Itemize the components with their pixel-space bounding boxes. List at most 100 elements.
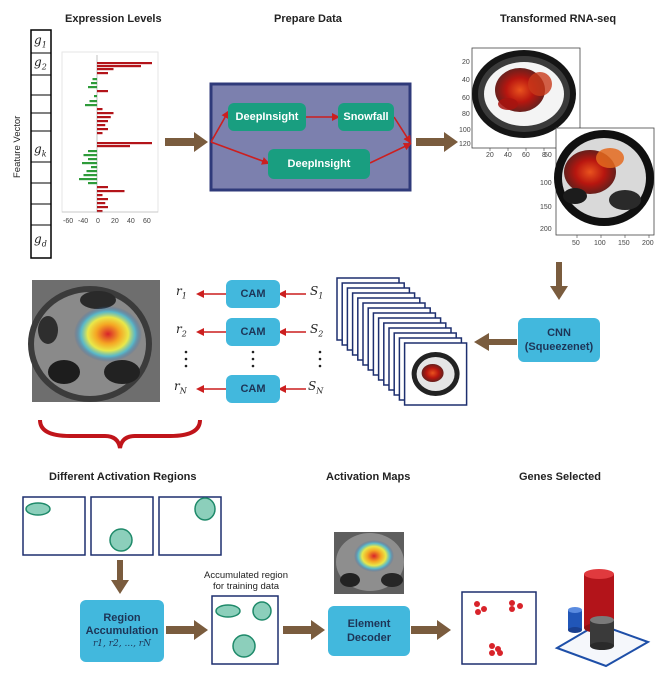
img1-ytick-4: 100 (459, 127, 471, 134)
activation-region-3 (158, 496, 222, 556)
activation-map-image (334, 532, 404, 594)
expression-bar (88, 182, 97, 185)
expression-bar (94, 95, 97, 98)
s1-label: S1 (310, 284, 324, 301)
vertical-ellipsis (184, 350, 322, 368)
expression-bar (97, 124, 106, 127)
expression-bar (97, 186, 108, 189)
img2-ytick-3: 200 (540, 226, 552, 233)
feature-vector-label: Feature Vector (12, 115, 23, 178)
3d-gene-cylinders (554, 569, 651, 668)
img2-xtick-1: 100 (594, 240, 606, 247)
decoder-line2: Decoder (346, 632, 392, 644)
img1-xtick-1: 40 (504, 152, 512, 159)
accumulated-line1: Accumulated region (204, 570, 288, 581)
element-decoder-box: Element Decoder (328, 606, 410, 656)
s2-label: S2 (310, 322, 324, 339)
title-activation-maps: Activation Maps (326, 471, 411, 483)
region-accum-series: r1, r2, ..., rN (93, 638, 151, 649)
bar-tick-5: 60 (143, 218, 151, 225)
accumulated-line2: for training data (212, 581, 279, 592)
expression-bar (97, 120, 108, 123)
expression-bar (97, 190, 125, 193)
expression-bar (97, 62, 152, 65)
expression-bar (97, 198, 108, 201)
genes-selected-box (461, 591, 537, 665)
rN-label: rN (174, 379, 187, 396)
title-transformed-rna-seq: Transformed RNA-seq (500, 13, 617, 25)
expression-bar (83, 154, 97, 157)
cam-box-1: CAM (226, 280, 280, 308)
expression-bar (97, 202, 106, 205)
img1-ytick-0: 20 (462, 59, 470, 66)
bar-tick-3: 20 (111, 218, 119, 225)
feature-cell-gk: gk (34, 142, 47, 159)
img2-ytick-2: 150 (540, 204, 552, 211)
title-expression-levels: Expression Levels (65, 13, 162, 25)
feature-cell-g2: g2 (34, 55, 47, 72)
expression-bar (97, 210, 103, 213)
expression-bar (88, 86, 97, 89)
deepinsight-box-top: DeepInsight (228, 103, 306, 131)
expression-bar (97, 90, 108, 93)
cnn-label-line2: (Squeezenet) (524, 341, 594, 353)
expression-bar (97, 112, 114, 115)
expression-bar (83, 174, 97, 177)
feature-vector (30, 29, 52, 259)
stacked-image-blob (421, 364, 444, 382)
expression-bar (97, 108, 103, 111)
expression-bar (86, 170, 97, 173)
cam-arrows (196, 290, 306, 393)
activation-region-2 (90, 496, 154, 556)
bar-tick-1: -40 (78, 218, 89, 225)
expression-bar (88, 150, 97, 153)
snowfall-box: Snowfall (338, 103, 394, 131)
expression-bar-plot (61, 51, 159, 213)
expression-bar (97, 68, 114, 71)
expression-bar (91, 166, 97, 169)
region-accum-line1: Region (103, 611, 141, 624)
activation-region-1 (22, 496, 86, 556)
cam-box-n: CAM (226, 375, 280, 403)
image-stack (336, 277, 468, 406)
cnn-squeezenet-box: CNN (Squeezenet) (518, 318, 600, 362)
expression-bar (97, 128, 108, 131)
feature-cell-g1: g1 (34, 33, 47, 50)
rna-image-2 (554, 127, 655, 238)
curly-brace (38, 419, 202, 449)
expression-bar (97, 132, 103, 135)
expression-bar (79, 178, 97, 181)
feature-cell-gd: gd (34, 232, 47, 249)
title-genes-selected: Genes Selected (519, 471, 601, 483)
expression-bar (97, 145, 130, 148)
expression-bar (85, 104, 97, 107)
expression-bar (97, 65, 141, 68)
img2-xtick-3: 200 (642, 240, 654, 247)
img2-xtick-0: 50 (572, 240, 580, 247)
r2-label: r2 (176, 322, 187, 339)
deepinsight-box-bottom: DeepInsight (268, 149, 370, 179)
cam-heatmap-image (28, 280, 160, 402)
expression-bar (82, 162, 97, 165)
img1-ytick-5: 120 (459, 141, 471, 148)
expression-bar (97, 194, 103, 197)
accumulated-region-label: Accumulated region for training data (192, 570, 300, 592)
img2-ytick-1: 100 (540, 180, 552, 187)
img1-xtick-0: 20 (486, 152, 494, 159)
expression-bar (88, 158, 97, 161)
expression-bar (89, 100, 97, 103)
img1-ytick-2: 60 (462, 95, 470, 102)
img1-xtick-3: 8 (542, 152, 546, 159)
bar-tick-2: 0 (96, 218, 100, 225)
sN-label: SN (308, 379, 324, 396)
cnn-label-line1: CNN (547, 327, 571, 339)
expression-bar (92, 78, 97, 81)
expression-bar (91, 82, 97, 85)
bar-tick-0: -60 (63, 218, 74, 225)
accumulated-region-box (211, 595, 279, 665)
img1-xtick-2: 60 (522, 152, 530, 159)
img2-xtick-2: 150 (618, 240, 630, 247)
title-different-activation-regions: Different Activation Regions (49, 471, 197, 483)
